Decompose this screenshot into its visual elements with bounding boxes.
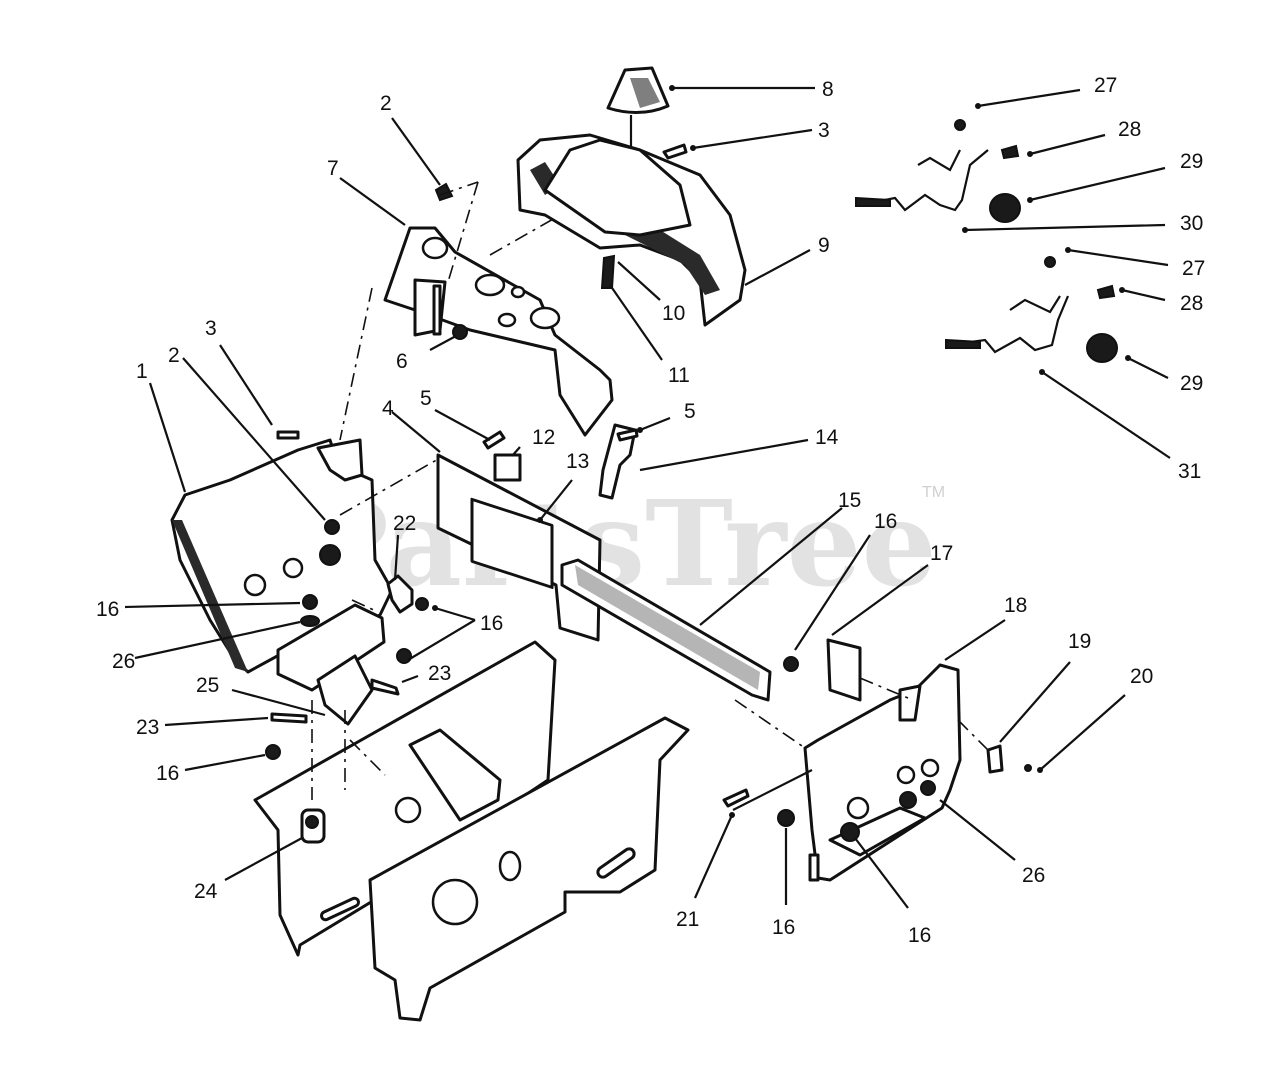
part-14-bracket: [598, 423, 637, 500]
part-frame-front: [368, 716, 690, 1022]
callout-6: 6: [396, 350, 408, 373]
part-31-linkage-lower: [945, 256, 1118, 363]
callout-16: 16: [772, 916, 795, 939]
callout-3: 3: [205, 317, 217, 340]
part-frame-rear: [253, 640, 557, 957]
callout-21: 21: [676, 908, 699, 931]
callout-29: 29: [1180, 372, 1203, 395]
callout-1: 1: [136, 360, 148, 383]
callout-15: 15: [838, 489, 861, 512]
part-bracket-mount: [265, 594, 429, 760]
part-21-bolt: [722, 788, 750, 808]
part-17-angle: [826, 638, 862, 702]
part-10-11-fastener: [600, 254, 616, 289]
callout-18: 18: [1004, 594, 1027, 617]
part-3-screw-top: [662, 143, 688, 160]
part-30-linkage-upper: [855, 119, 1021, 223]
callout-8: 8: [822, 78, 834, 101]
callout-31: 31: [1178, 460, 1201, 483]
leader-lines: [124, 85, 1171, 909]
callout-10: 10: [662, 302, 685, 325]
part-18-side-panel: [803, 663, 962, 882]
callout-26: 26: [1022, 864, 1045, 887]
callout-19: 19: [1068, 630, 1091, 653]
callout-28: 28: [1180, 292, 1203, 315]
part-7-panel: [383, 226, 614, 437]
part-22-clip: [386, 574, 414, 614]
callout-16: 16: [874, 510, 897, 533]
trademark-mark: TM: [922, 484, 945, 501]
callout-29: 29: [1180, 150, 1203, 173]
callout-11: 11: [668, 364, 690, 387]
callout-4: 4: [382, 397, 394, 420]
callout-25: 25: [196, 674, 219, 697]
part-16-nut-channel: [783, 656, 799, 672]
part-16-nut-right: [777, 809, 795, 827]
part-2-clip-top: [434, 182, 454, 202]
part-5-screw-a: [482, 430, 506, 450]
part-19-clip: [986, 744, 1004, 774]
callout-2: 2: [380, 92, 392, 115]
callout-13: 13: [566, 450, 589, 473]
callout-23: 23: [136, 716, 159, 739]
dashed-lines: [311, 181, 991, 800]
callout-labels: 8 3 27 28 29 30 9 27 28 29 31 2 7 10 11 …: [96, 74, 1205, 947]
part-15-channel: [560, 558, 772, 702]
callout-20: 20: [1130, 665, 1153, 688]
callout-9: 9: [818, 234, 830, 257]
callout-2: 2: [168, 344, 180, 367]
callout-14: 14: [815, 426, 839, 449]
part-20-screw: [1024, 764, 1032, 772]
callout-7: 7: [327, 157, 339, 180]
callout-24: 24: [194, 880, 218, 903]
callout-26: 26: [112, 650, 135, 673]
callout-28: 28: [1118, 118, 1141, 141]
callout-27: 27: [1094, 74, 1117, 97]
callout-16: 16: [908, 924, 931, 947]
callout-30: 30: [1180, 212, 1203, 235]
callout-23: 23: [428, 662, 451, 685]
part-9-dash-cover: [516, 133, 747, 327]
callout-3: 3: [818, 119, 830, 142]
callout-27: 27: [1182, 257, 1205, 280]
callout-16: 16: [96, 598, 119, 621]
part-3-screw-left: [276, 430, 300, 440]
callout-16: 16: [156, 762, 179, 785]
callout-12: 12: [532, 426, 555, 449]
part-5-screw-b: [616, 428, 639, 442]
callout-5: 5: [684, 400, 696, 423]
part-8-cap: [606, 66, 670, 152]
callout-16: 16: [480, 612, 503, 635]
callout-22: 22: [393, 512, 416, 535]
part-4-plate: [436, 453, 602, 642]
callout-17: 17: [930, 542, 953, 565]
callout-5: 5: [420, 387, 432, 410]
